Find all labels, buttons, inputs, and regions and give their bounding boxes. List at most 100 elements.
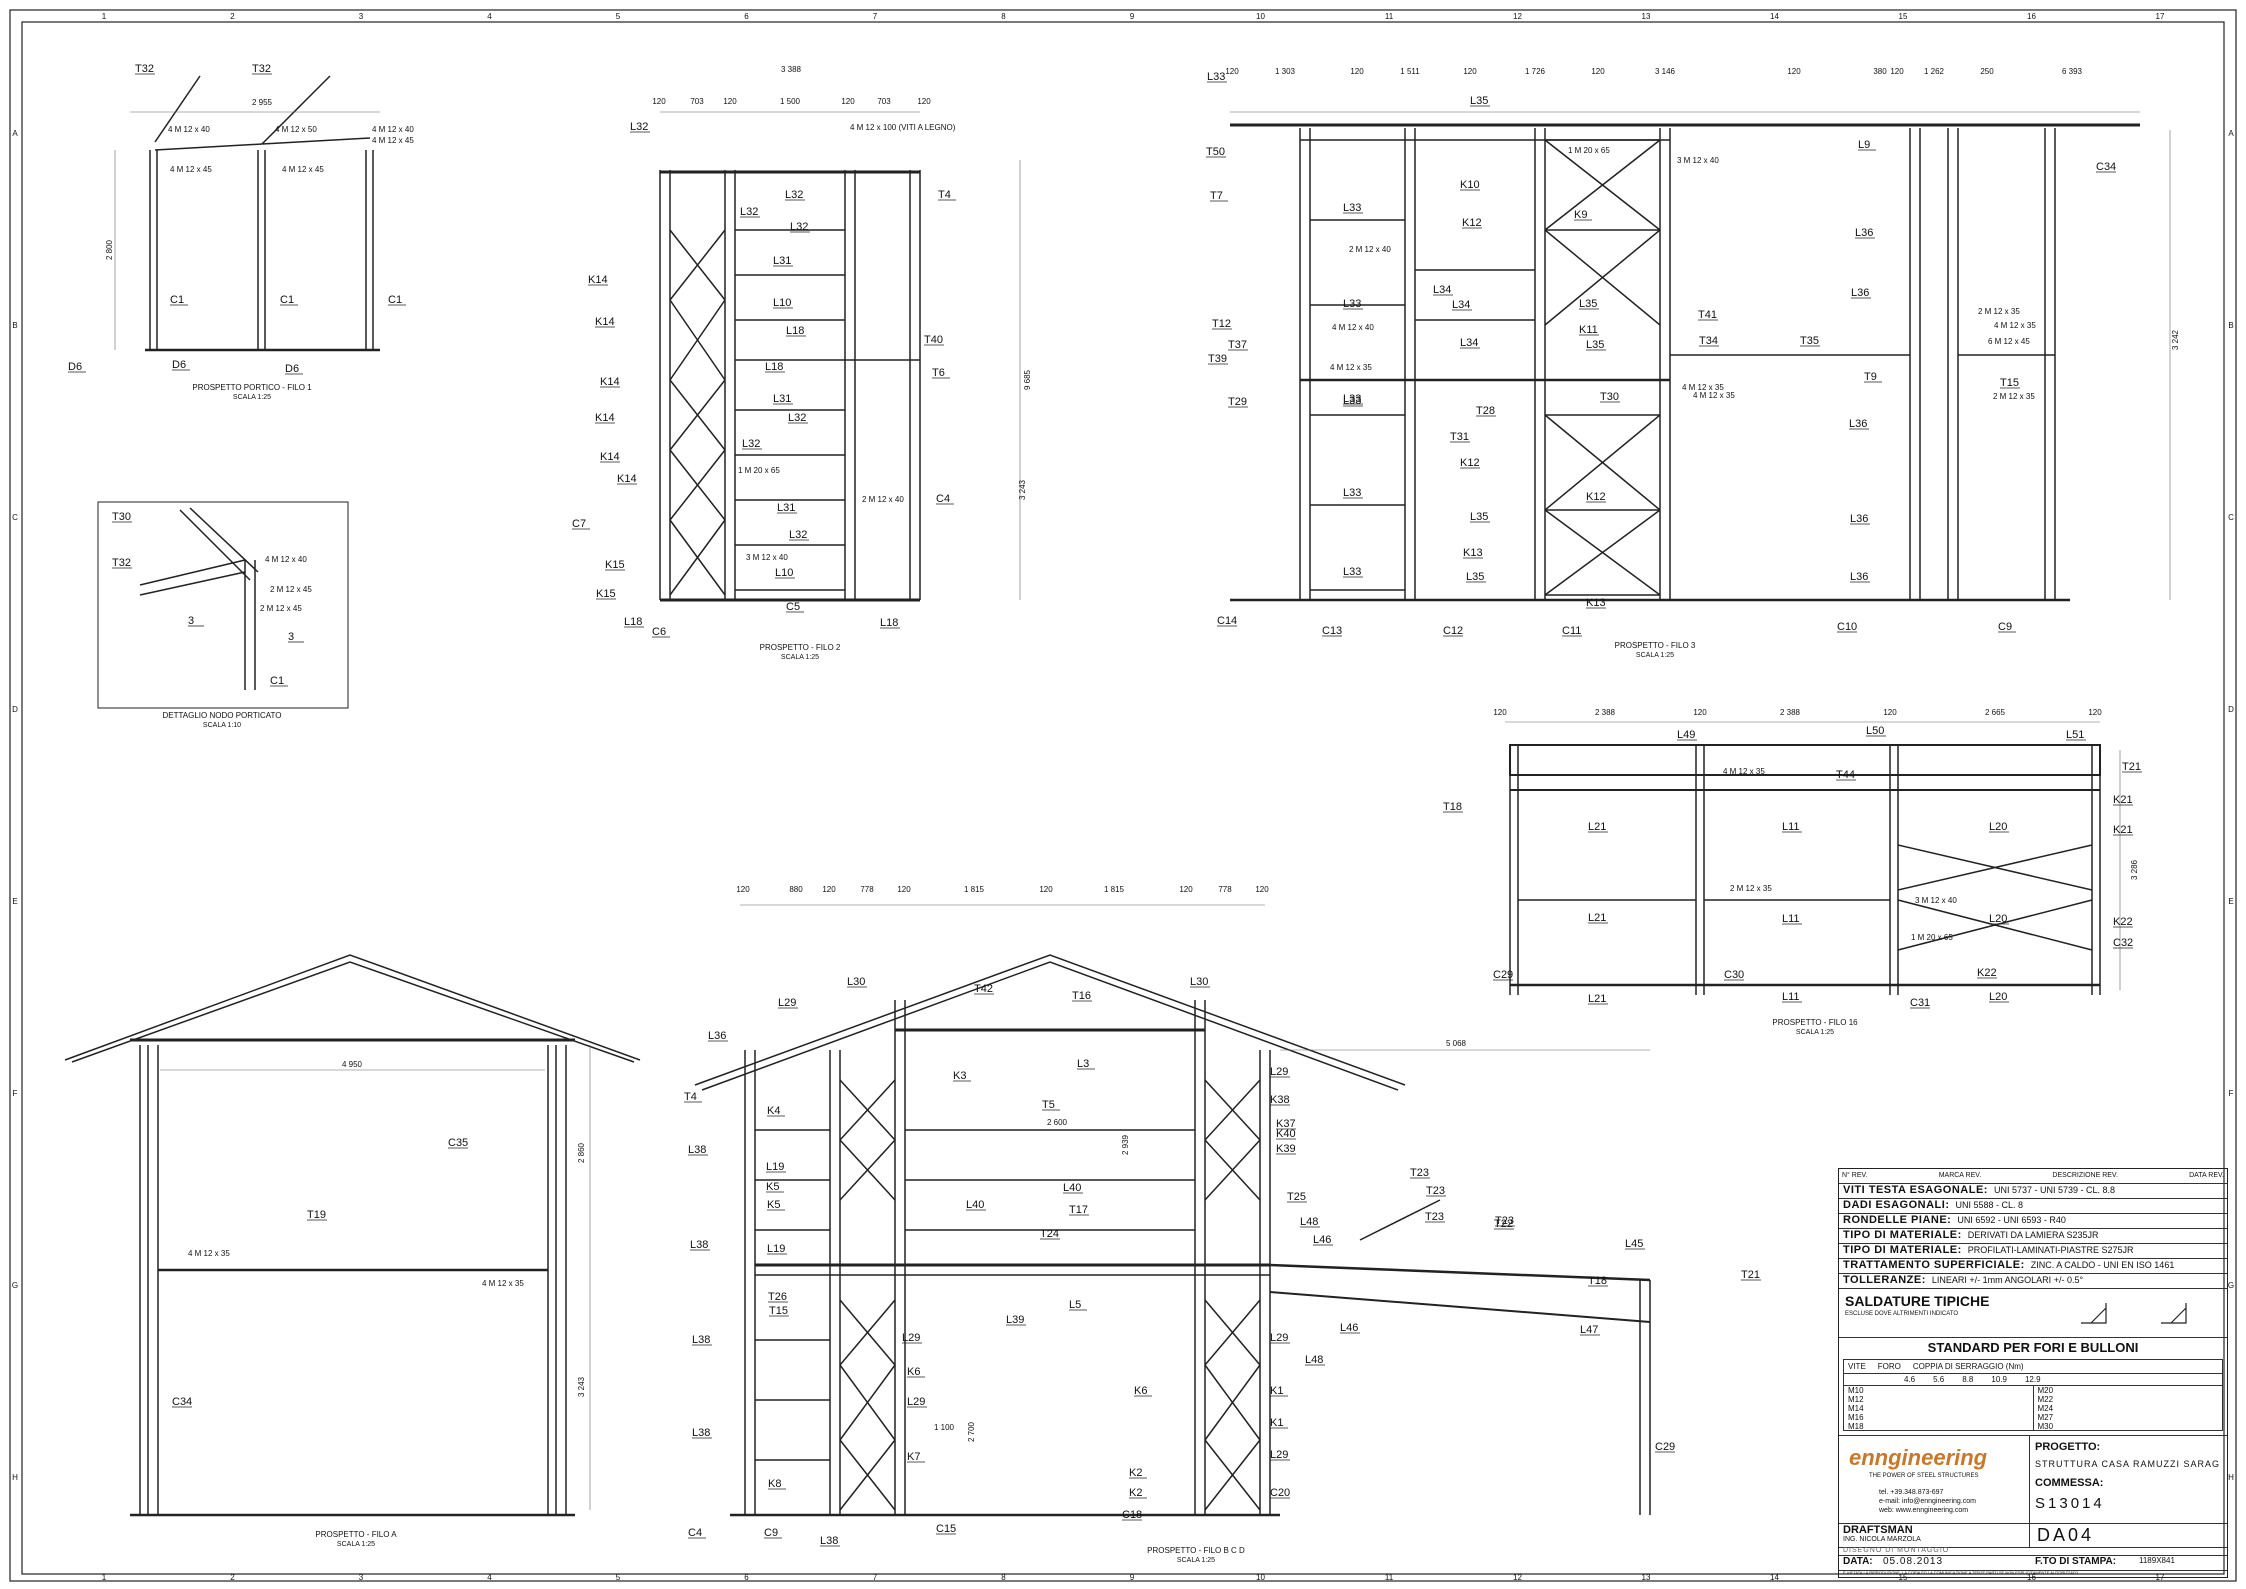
spec-row: TOLLERANZE:LINEARI +/- 1mm ANGOLARI +/- … <box>1839 1273 2227 1289</box>
drawing-code: DA04 <box>2037 1525 2095 1545</box>
column-mark-4: 4 <box>487 12 492 21</box>
filo3-label-14: L35 <box>1579 298 1597 310</box>
filo3-label-27: T30 <box>1600 391 1619 403</box>
company-contact-2: e-mail: info@enngineering.com <box>1879 1498 1976 1505</box>
filoBCD-label-18: K5 <box>766 1181 779 1193</box>
spec-label: TRATTAMENTO SUPERFICIALE: <box>1843 1259 2025 1271</box>
rev-col-1: N° REV. <box>1842 1172 1868 1179</box>
filoBCD-dim-5: 1 815 <box>964 885 985 894</box>
filoA-dim-2: 3 243 <box>577 1376 586 1397</box>
filo3-label-26: T28 <box>1476 405 1495 417</box>
filoBCD-label-52: L38 <box>692 1427 710 1439</box>
bolt-row: M22 <box>2037 1395 2054 1404</box>
filoBCD-label-14: K37 <box>1276 1118 1296 1130</box>
filo16-label-16: K22 <box>1977 967 1997 979</box>
spec-value: UNI 5737 - UNI 5739 - CL. 8.8 <box>1993 1185 2116 1195</box>
filo16-bolt-1: 2 M 12 x 35 <box>1730 884 1772 893</box>
row-mark-A: A <box>12 129 18 138</box>
filoBCD-label-19: L40 <box>966 1199 984 1211</box>
filo3-label-28: T9 <box>1864 371 1877 383</box>
bolt-class: 4.6 <box>1904 1375 1916 1384</box>
filo3-label-38: L35 <box>1470 511 1488 523</box>
column-mark-8: 8 <box>1001 12 1006 21</box>
filoBCD-label-3: T16 <box>1072 990 1091 1002</box>
company-logo: enngineering <box>1849 1445 1987 1471</box>
filoBCD-label-54: L29 <box>1270 1449 1288 1461</box>
filo2-label-1: L32 <box>740 206 758 218</box>
filoBCD-dim-8: 120 <box>1179 885 1193 894</box>
filo2-label-6: K14 <box>595 316 615 328</box>
filo2-dim-8: 9 685 <box>1023 369 1032 390</box>
filo2-label-12: L10 <box>773 297 791 309</box>
filo16-label-9: L20 <box>1989 821 2007 833</box>
filo3-label-36: K12 <box>1586 491 1606 503</box>
filo2-label-10: K14 <box>617 473 637 485</box>
spec-row: TIPO DI MATERIALE:PROFILATI-LAMINATI-PIA… <box>1839 1243 2227 1259</box>
filo16-label-20: L11 <box>1782 991 1800 1003</box>
bolt-head-vite: VITE <box>1848 1362 1866 1371</box>
filoBCD-label-47: K6 <box>907 1366 920 1378</box>
filo16-dim-4: 120 <box>1883 708 1897 717</box>
column-mark-bottom-5: 5 <box>616 1573 621 1582</box>
rev-col-4: DATA REV. <box>2189 1172 2224 1179</box>
column-mark-bottom-10: 10 <box>1256 1573 1265 1582</box>
filoBCD-label-34: T26 <box>768 1291 787 1303</box>
filo3-label-5: C34 <box>2096 161 2116 173</box>
portico-bolt-5: 4 M 12 x 45 <box>282 165 324 174</box>
date-value: 05.08.2013 <box>1883 1556 1944 1567</box>
filoA-bolt-0: 4 M 12 x 35 <box>188 1249 230 1258</box>
filo16-label-12: L11 <box>1782 913 1800 925</box>
filoBCD-dim-14: 2 700 <box>967 1421 976 1442</box>
filo16-dim-0: 120 <box>1493 708 1507 717</box>
filo2-label-9: K14 <box>600 451 620 463</box>
filoBCD-dim-1: 880 <box>789 885 803 894</box>
rev-col-3: DESCRIZIONE REV. <box>2052 1172 2118 1179</box>
filo3-label-43: K13 <box>1586 597 1606 609</box>
filo3-dim-12: 250 <box>1980 67 1994 76</box>
bolt-row: M27 <box>2037 1413 2054 1422</box>
portico-bolt-4: 4 M 12 x 45 <box>170 165 212 174</box>
filo3-bolt-1: 3 M 12 x 40 <box>1677 156 1719 165</box>
portico-bolt-0: 4 M 12 x 40 <box>168 125 210 134</box>
filoBCD-label-39: T21 <box>1741 1269 1760 1281</box>
filo3-label-46: C12 <box>1443 625 1463 637</box>
row-mark-right-B: B <box>2228 321 2233 330</box>
portico-bolt-2: 4 M 12 x 40 <box>372 125 414 134</box>
filo3-bolt-2: 2 M 12 x 40 <box>1349 245 1391 254</box>
filo3-bolt-4: 4 M 12 x 35 <box>1330 363 1372 372</box>
detail-bolt-2: 2 M 12 x 45 <box>260 604 302 613</box>
filo3-label-7: L33 <box>1343 202 1361 214</box>
bolt-class: 12.9 <box>2024 1375 2041 1384</box>
bolt-class: 8.8 <box>1962 1375 1974 1384</box>
row-mark-right-D: D <box>2228 705 2234 714</box>
portico-label-3: C1 <box>280 294 294 306</box>
filo16-bolt-2: 3 M 12 x 40 <box>1915 896 1957 905</box>
column-mark-6: 6 <box>744 12 749 21</box>
filoBCD-label-27: L19 <box>767 1243 785 1255</box>
filo3-label-1: L35 <box>1470 95 1488 107</box>
filo2-dim-3: 120 <box>723 97 737 106</box>
filoBCD-dim-6: 120 <box>1039 885 1053 894</box>
filo3-label-40: L36 <box>1850 571 1868 583</box>
filo2-bolt-1: 1 M 20 x 65 <box>738 466 780 475</box>
bolt-row: M20 <box>2037 1386 2054 1395</box>
filoBCD-label-22: L40 <box>1063 1182 1081 1194</box>
filo2-label-3: L32 <box>790 221 808 233</box>
filo2-label-26: L10 <box>775 567 793 579</box>
spec-value: UNI 5588 - CL. 8 <box>1955 1200 2024 1210</box>
filo3-label-11: L33 <box>1343 298 1361 310</box>
bolt-class: 10.9 <box>1991 1375 2007 1384</box>
filo2-dim-4: 1 500 <box>780 97 801 106</box>
filo16-label-18: C30 <box>1724 969 1744 981</box>
column-mark-12: 12 <box>1513 12 1522 21</box>
filo2-label-8: K14 <box>595 412 615 424</box>
filo2-bolt-2: 2 M 12 x 40 <box>862 495 904 504</box>
filoBCD-label-13: L38 <box>688 1144 706 1156</box>
filoBCD-dim-15: 1 100 <box>934 1423 955 1432</box>
filo16-label-15: C32 <box>2113 937 2133 949</box>
date-label: DATA: <box>1843 1556 1873 1567</box>
detail-label-1: T32 <box>112 557 131 569</box>
filoA-dim-0: 4 950 <box>342 1060 363 1069</box>
filoBCD-label-43: L29 <box>1270 1332 1288 1344</box>
filo3-label-18: K11 <box>1579 324 1598 336</box>
